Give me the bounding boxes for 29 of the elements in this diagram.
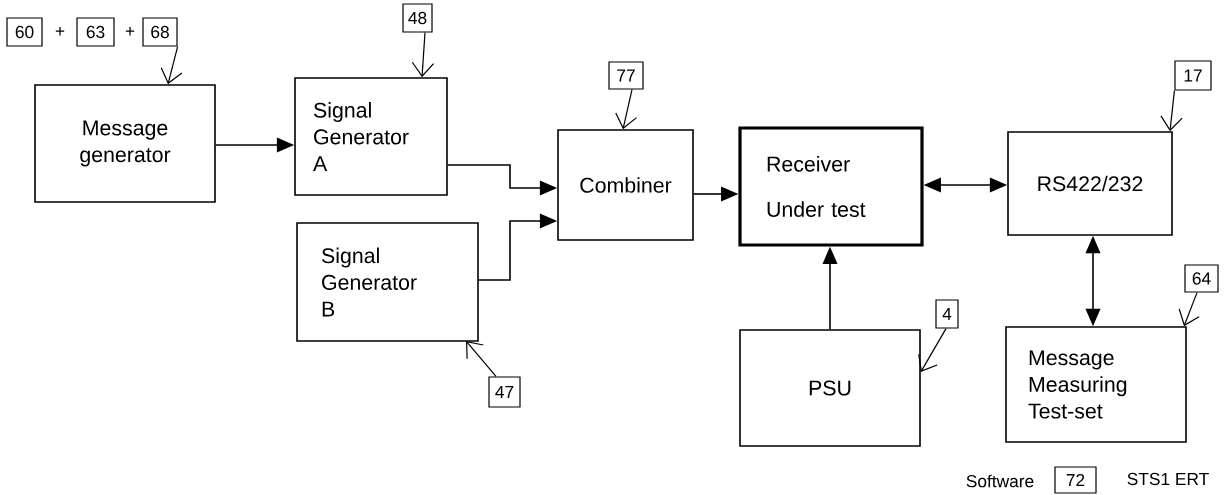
plus-sign: + bbox=[55, 27, 65, 36]
block-box: Combiner bbox=[557, 129, 694, 241]
block-box: Receiver Under test bbox=[738, 126, 924, 247]
leader-line bbox=[466, 341, 497, 377]
leader-line bbox=[411, 32, 435, 78]
block-box: Signal Generator A bbox=[294, 77, 448, 196]
callout-number: 63 bbox=[76, 17, 115, 47]
note-text: STS1 ERT bbox=[1127, 472, 1209, 486]
leader-line bbox=[1160, 90, 1183, 132]
callout-number: 72 bbox=[1054, 466, 1097, 494]
callout-number: 48 bbox=[402, 3, 433, 33]
block-box: RS422/232 bbox=[1007, 131, 1173, 236]
leader-line bbox=[918, 328, 947, 372]
callout-number: 68 bbox=[142, 17, 178, 47]
note-text: Software bbox=[966, 474, 1034, 488]
callout-number: 64 bbox=[1184, 264, 1219, 293]
callout-number: 4 bbox=[935, 299, 959, 329]
block-box: Signal Generator B bbox=[296, 222, 479, 342]
block-box: Message generator bbox=[34, 84, 216, 203]
block-box: Message Measuring Test-set bbox=[1005, 326, 1187, 443]
callout-number: 17 bbox=[1174, 60, 1212, 91]
block-box: PSU bbox=[739, 329, 921, 447]
leader-line bbox=[160, 46, 183, 85]
plus-sign: + bbox=[125, 27, 135, 36]
leader-line bbox=[615, 89, 638, 130]
callout-number: 77 bbox=[608, 61, 644, 90]
callout-number: 60 bbox=[6, 17, 43, 47]
callout-number: 47 bbox=[488, 376, 521, 408]
leader-line bbox=[1178, 292, 1200, 327]
